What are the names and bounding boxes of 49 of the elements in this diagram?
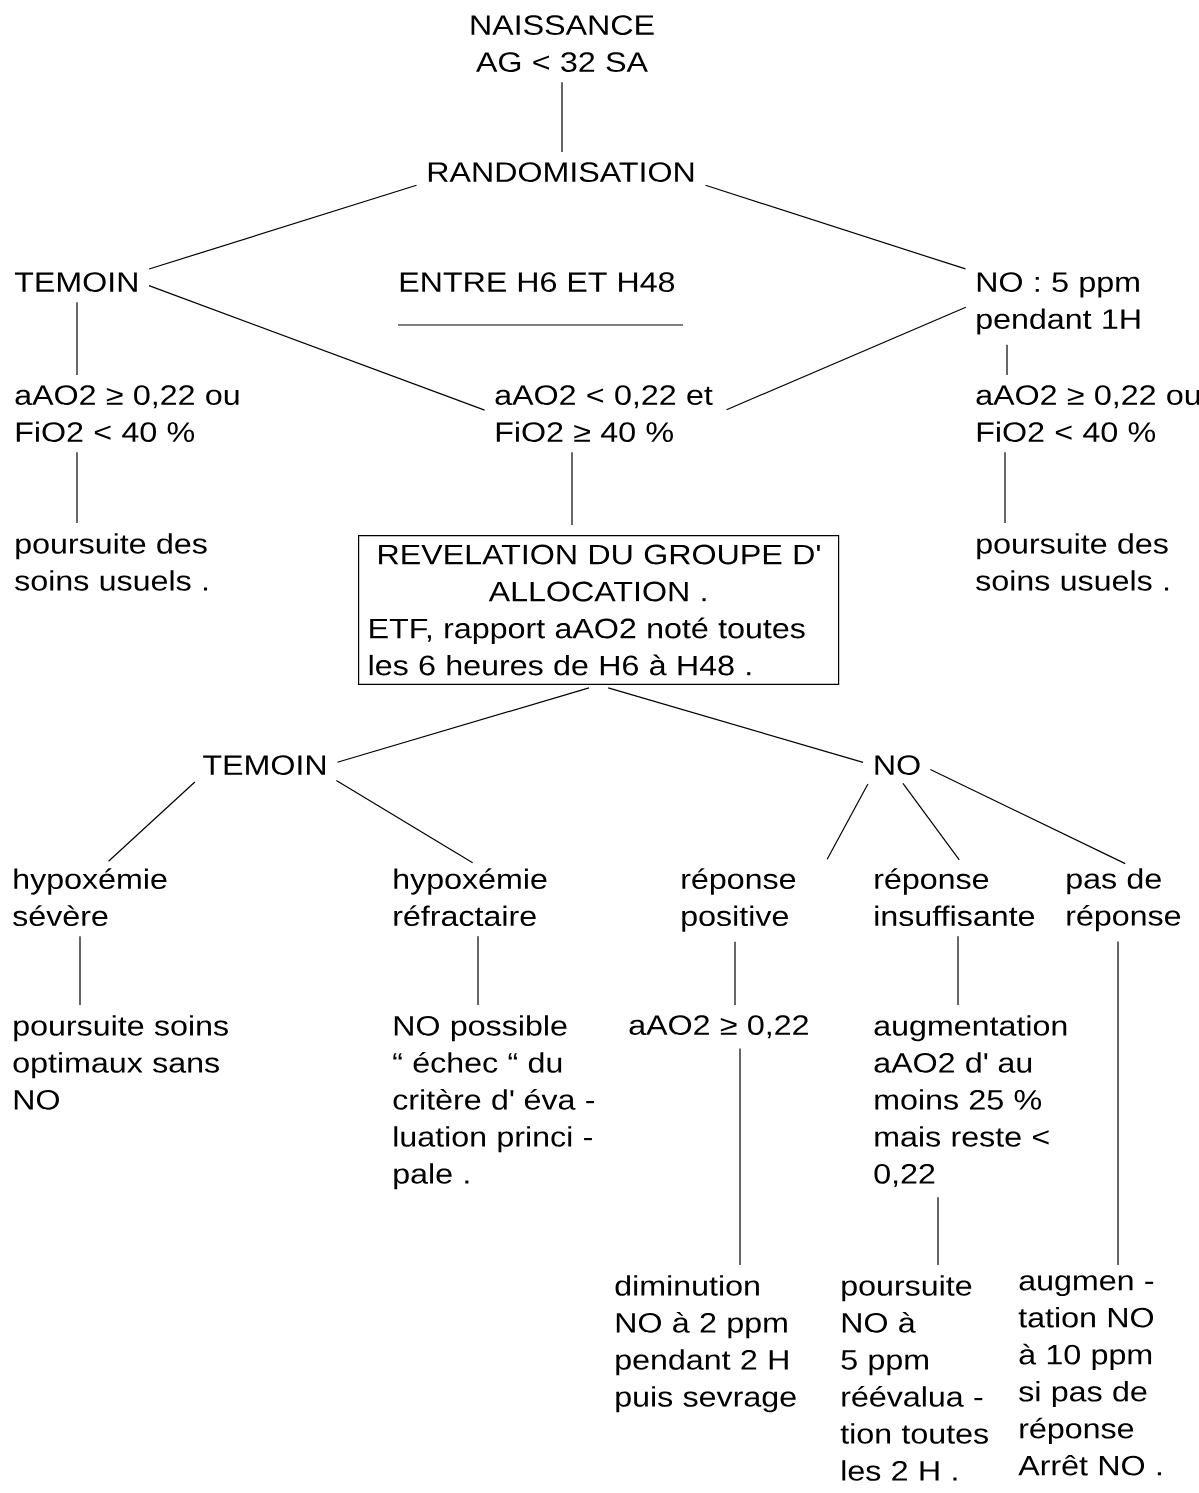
flow-text: poursuite des soins usuels .: [976, 533, 1169, 591]
flow-text: augmen - tation NO à 10 ppm si pas de réponse Arrêt NO .: [1018, 1275, 1161, 1476]
connector-line: [79, 935, 81, 1006]
annotation-text: ENTRE H6 ET H48: [400, 272, 675, 292]
connector-line: [826, 783, 869, 860]
flow-text: TEMOIN: [14, 272, 137, 292]
connector-line: [929, 768, 1126, 865]
connector-line: [335, 779, 474, 864]
flow-text: aAO2 ≥ 0,22 ou FiO2 < 40 %: [15, 385, 239, 442]
connector-line: [107, 781, 196, 862]
flow-text: diminution NO à 2 ppm pendant 2 H puis sevrage: [615, 1275, 796, 1413]
connector-line: [477, 935, 479, 1006]
connector-line: [1006, 344, 1008, 376]
connector-line: [607, 687, 864, 763]
flow-text: RANDOMISATION: [428, 162, 694, 182]
flow-text: pas de réponse: [1067, 868, 1181, 932]
connector-line: [76, 451, 78, 524]
flow-text: hypoxémie réfractaire: [394, 868, 547, 927]
connector-line: [1117, 940, 1119, 1266]
flow-text: hypoxémie sévère: [13, 868, 167, 927]
connector-line: [726, 306, 967, 411]
connector-line: [336, 687, 590, 763]
flow-text: poursuite soins optimaux sans NO: [13, 1015, 228, 1110]
connector-line: [1004, 451, 1006, 524]
process-box: REVELATION DU GROUPE D' ALLOCATION . ETF, rapport aAO2 noté toutes les 6 heures de H6 à H48 .: [358, 535, 840, 686]
flow-text: augmentation aAO2 d' au moins 25 % mais reste < 0,22: [874, 1015, 1067, 1188]
flow-text: aAO2 ≥ 0,22 ou FiO2 < 40 %: [976, 385, 1199, 442]
flow-text: aAO2 < 0,22 et FiO2 ≥ 40 %: [495, 385, 713, 442]
connector-line: [76, 301, 78, 376]
flow-text: NO possible “ échec “ du critère d' éva - luation princi - pale .: [393, 1015, 595, 1190]
connector-line: [571, 451, 573, 526]
connector-line: [739, 1047, 741, 1266]
flow-text: NO : 5 ppm pendant 1H: [977, 272, 1140, 335]
connector-line: [734, 941, 736, 1006]
connector-line: [148, 184, 418, 270]
flow-text: poursuite des soins usuels .: [15, 533, 208, 591]
connector-line: [148, 285, 486, 411]
connector-line: [704, 184, 967, 270]
connector-line: [561, 81, 563, 153]
connector-line: [902, 782, 960, 861]
flow-text: NAISSANCE AG < 32 SA: [471, 15, 654, 72]
flow-text: poursuite NO à 5 ppm réévalua - tion toutes les 2 H .: [840, 1275, 988, 1481]
flow-text: aAO2 ≥ 0,22: [629, 1015, 808, 1039]
connector-line: [957, 935, 959, 1006]
connector-line: [937, 1196, 939, 1266]
flow-text: réponse insuffisante: [875, 868, 1035, 927]
flow-text: NO: [875, 755, 920, 776]
flow-text: TEMOIN: [203, 755, 325, 776]
flow-text: réponse positive: [682, 868, 796, 932]
